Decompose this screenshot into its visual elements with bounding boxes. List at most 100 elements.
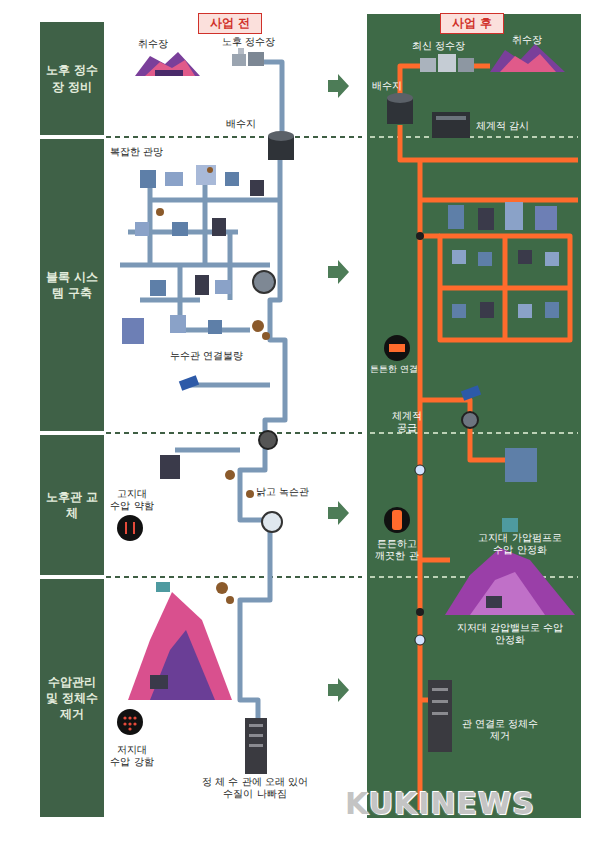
header-box: 사업 전	[198, 13, 262, 34]
pressure-icon	[117, 515, 143, 541]
icon-after	[415, 465, 425, 475]
meter-before	[179, 375, 199, 391]
rust-leak	[262, 332, 270, 340]
intake-after	[490, 44, 565, 72]
building-after	[461, 385, 481, 401]
hill-before	[150, 630, 215, 700]
building-before	[170, 315, 186, 333]
hill-after	[445, 518, 575, 615]
rust-leak	[216, 582, 228, 594]
section-band: 수압관리 및 정체수 제거	[40, 579, 104, 817]
pipe-before	[150, 198, 280, 203]
callout-label: 고지대 수압 약함	[106, 488, 158, 512]
icon-after	[392, 510, 402, 530]
building-after	[478, 252, 492, 266]
watermark: KUKINEWS	[345, 786, 535, 822]
hill-after	[445, 548, 575, 615]
pipe-before	[120, 263, 270, 268]
building-after	[545, 252, 559, 266]
hill-before	[128, 582, 232, 700]
building-after	[432, 712, 448, 715]
transition-arrow	[328, 74, 349, 98]
intake-before	[135, 52, 200, 76]
building-after	[518, 304, 532, 318]
building-after	[535, 206, 557, 230]
rust-leak	[207, 167, 213, 173]
reservoir-before	[268, 131, 294, 160]
rust-leak	[252, 320, 264, 332]
section-divider	[106, 136, 362, 138]
new-plant	[420, 54, 474, 72]
old-plant	[238, 48, 244, 54]
pipe-after	[400, 66, 578, 810]
hill-before	[156, 582, 170, 592]
pipe-after	[440, 236, 570, 340]
pressure-icon	[125, 522, 127, 534]
pressure-icon	[128, 722, 131, 725]
building-after	[505, 448, 537, 482]
node-text: 사업 전	[210, 15, 250, 32]
pressure-icon	[133, 722, 136, 725]
pipe-before	[175, 448, 240, 453]
meter-before	[253, 271, 275, 293]
pipe-after	[474, 64, 490, 69]
new-plant	[420, 58, 436, 72]
building-before	[196, 165, 216, 185]
meter-before	[262, 512, 282, 532]
new-plant	[458, 58, 474, 72]
intake-before	[155, 70, 183, 76]
building-after	[518, 250, 532, 264]
building-before	[208, 320, 222, 334]
node-text: 노후 정수장 정비	[43, 62, 101, 94]
building-before	[140, 170, 156, 188]
callout-label: 튼튼하고 깨끗한 관	[372, 538, 422, 562]
hill-before	[150, 675, 168, 689]
reservoir-before	[268, 131, 294, 141]
building-before	[195, 275, 209, 295]
pipe-after	[420, 198, 578, 203]
transition-arrow	[328, 501, 349, 525]
hill-before	[128, 592, 232, 700]
pipe-before	[120, 62, 285, 760]
section-divider	[370, 137, 578, 577]
node-text: 수압관리 및 정체수 제거	[43, 674, 101, 723]
pipe-after	[440, 286, 570, 291]
facility-label: 배수지	[372, 80, 412, 92]
intake-after	[490, 44, 565, 72]
building-before	[150, 280, 166, 296]
icon-after	[415, 635, 425, 645]
building-after	[452, 304, 466, 318]
pipe-before	[203, 175, 208, 265]
icon-after	[384, 335, 410, 361]
pipe-after	[400, 66, 420, 95]
section-band: 블록 시스템 구축	[40, 139, 104, 431]
facility-label: 배수지	[226, 118, 266, 130]
rust-leak	[246, 490, 254, 498]
pipe-after	[418, 160, 423, 810]
building-before	[165, 172, 183, 186]
reservoir-after	[387, 93, 413, 103]
callout-label: 낡고 녹슨관	[256, 486, 318, 498]
building-before	[122, 165, 267, 774]
building-before	[215, 280, 231, 294]
transition-arrow	[328, 260, 349, 284]
facility-label: 최신 정수장	[412, 40, 482, 52]
node-text: 노후관 교체	[43, 489, 101, 521]
callout-label: 저지대 수압 강함	[106, 744, 158, 768]
icon-after	[384, 507, 410, 533]
callout-label: 체계적 공급	[392, 410, 422, 434]
callout-label: 복잡한 관망	[110, 146, 180, 158]
section-divider	[106, 137, 362, 577]
icon-after	[416, 232, 424, 240]
hill-after	[502, 518, 518, 532]
building-before	[249, 734, 263, 737]
building-before	[250, 180, 264, 196]
old-plant	[248, 52, 264, 66]
icon-after	[416, 608, 424, 616]
pressure-icon	[117, 709, 143, 735]
pressure-icon	[128, 716, 131, 719]
transition-arrow	[328, 678, 349, 702]
